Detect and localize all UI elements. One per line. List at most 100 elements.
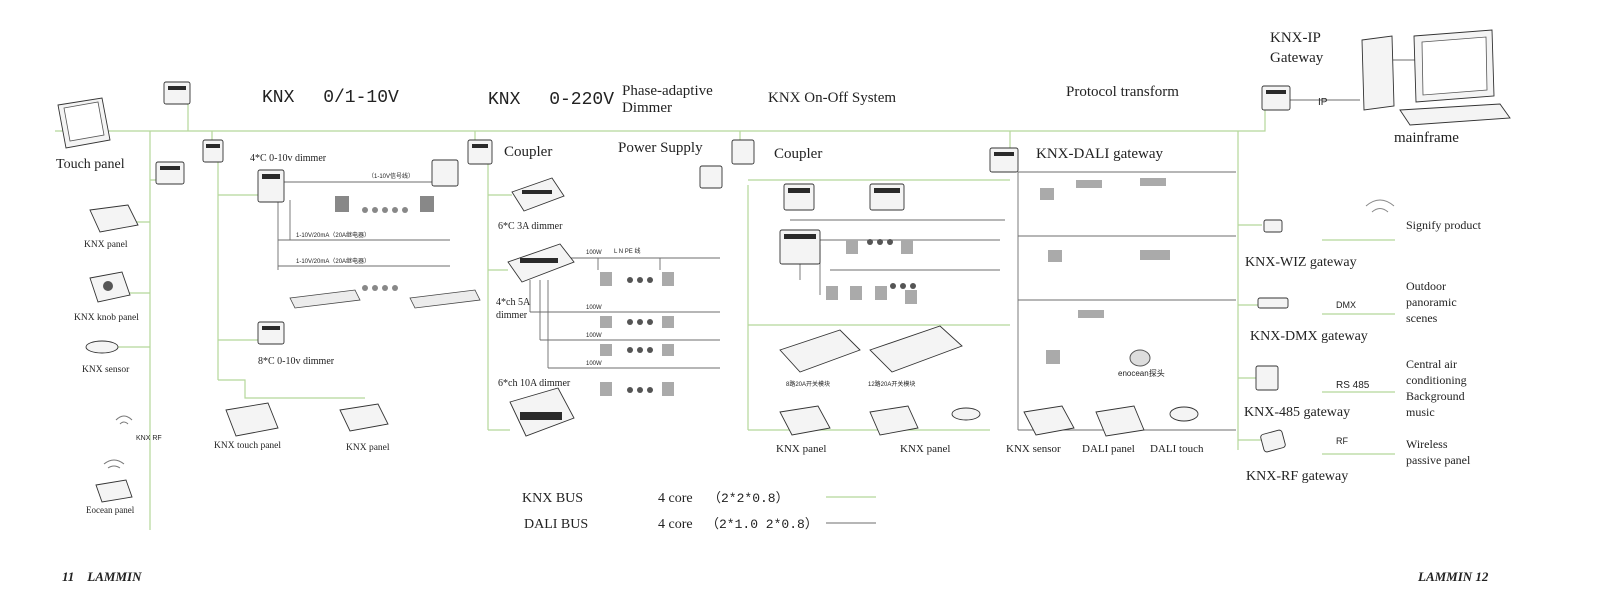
label-signify-product: Signify product <box>1406 218 1482 232</box>
onoff-module-2 <box>869 183 905 211</box>
note-wire-20a-b: 1-10V/20mA（20A继电器） <box>296 257 370 265</box>
touch-panel-device <box>57 97 111 149</box>
knx-module-top-left <box>163 81 191 105</box>
knx-panel-r1-device <box>779 405 831 436</box>
heading-knx-0-10v: KNX 0/1-10V <box>262 88 399 108</box>
heading-phase-adaptive-2: Dimmer <box>622 100 672 116</box>
label-coupler-1: Coupler <box>504 144 552 160</box>
label-knx-rf: KNX RF <box>136 435 162 442</box>
onoff-module-1 <box>783 183 815 211</box>
relay-8-device <box>779 329 861 373</box>
label-rs485: RS 485 <box>1336 380 1370 391</box>
legend-dali-bus-core: 4 core <box>658 517 693 532</box>
onoff-lamps <box>826 239 917 304</box>
eocean-panel-device <box>95 459 133 503</box>
label-knx-panel-left: KNX panel <box>84 240 128 250</box>
label-central-air-2: conditioning <box>1406 373 1467 387</box>
label-dali-panel: DALI panel <box>1082 443 1135 455</box>
knx-dali-gateway-device <box>989 147 1019 173</box>
knx-rf-gateway-device <box>1260 429 1286 453</box>
label-knx-touch-panel: KNX touch panel <box>214 441 281 451</box>
label-outdoor-1: Outdoor <box>1406 279 1446 293</box>
text-labels: KNX 0/1-10V KNX 0-220V Phase-adaptive Di… <box>56 30 1482 515</box>
label-dmx: DMX <box>1336 300 1356 310</box>
dali-touch-device <box>1169 406 1199 422</box>
knx-dmx-gateway-device <box>1257 297 1289 309</box>
label-knx-knob-panel: KNX knob panel <box>74 313 139 323</box>
dimmer-4ch-5a-device <box>507 243 575 283</box>
dali-panel-device <box>1095 405 1145 437</box>
label-outdoor-2: panoramic <box>1406 295 1457 309</box>
sensor-r-device <box>951 407 981 421</box>
legend-dali-bus-spec: （2*1.0 2*0.8） <box>706 517 818 532</box>
label-coupler-2: Coupler <box>774 146 822 162</box>
lamps-220v <box>600 272 674 396</box>
dimmer-6c-3a-device <box>511 177 565 212</box>
legend-knx-bus-core: 4 core <box>658 491 693 506</box>
dali-devices <box>1040 178 1170 367</box>
heading-knx-ip-1: KNX-IP <box>1270 30 1321 46</box>
knx-sensor-right-device <box>1023 405 1075 436</box>
label-power-supply: Power Supply <box>618 140 703 156</box>
coupler-device-left <box>202 139 224 163</box>
devices <box>57 29 1511 503</box>
label-dimmer-6ch-10a: 6*ch 10A dimmer <box>498 378 571 389</box>
label-wireless-2: passive panel <box>1406 453 1471 467</box>
note-signal-wire: （1-10V信号线） <box>368 172 414 180</box>
note-lnpe: L N PE 线 <box>614 247 640 255</box>
label-outdoor-3: scenes <box>1406 311 1438 325</box>
note-100w-3: 100W <box>586 333 602 339</box>
label-central-air-3: Background <box>1406 389 1465 403</box>
module-mid-right <box>431 159 459 187</box>
dimmer-6ch-10a-device <box>509 387 575 437</box>
label-knx-panel-r1: KNX panel <box>776 443 826 455</box>
knx-panel-left-device <box>89 204 139 233</box>
knx-sensor-device <box>85 340 119 354</box>
note-wire-20a: 1-10V/20mA（20A继电器） <box>296 231 370 239</box>
label-knx-wiz-gateway: KNX-WIZ gateway <box>1245 255 1357 270</box>
legend-knx-bus-name: KNX BUS <box>522 491 583 506</box>
knx-wiz-gateway-device <box>1263 219 1283 233</box>
label-wireless-1: Wireless <box>1406 437 1448 451</box>
heading-knx-0-220v: KNX 0-220V <box>488 90 614 110</box>
relay-12-device <box>869 325 963 373</box>
rf-signal-right <box>1365 199 1395 213</box>
label-dimmer-8c: 8*C 0-10v dimmer <box>258 356 335 367</box>
knx-module-left <box>155 161 185 185</box>
mainframe-device <box>1361 29 1511 126</box>
label-enocean: enocean探头 <box>1118 368 1165 378</box>
label-central-air-4: music <box>1406 405 1435 419</box>
label-rf: RF <box>1336 436 1348 446</box>
knx-485-gateway-device <box>1255 365 1279 391</box>
label-dimmer-4ch-5a-2: dimmer <box>496 310 528 321</box>
knx-bus-lines <box>55 100 1395 530</box>
lamps-0-10v <box>289 196 481 309</box>
knx-knob-device <box>89 271 131 303</box>
label-dimmer-4c: 4*C 0-10v dimmer <box>250 153 327 164</box>
knx-panel-mid-device <box>339 403 389 432</box>
wiring-lines <box>265 59 1415 431</box>
label-dimmer-6c-3a: 6*C 3A dimmer <box>498 221 563 232</box>
label-touch-panel: Touch panel <box>56 157 125 172</box>
legend-knx-bus-spec: （2*2*0.8） <box>708 491 789 506</box>
legend-dali-bus-name: DALI BUS <box>524 517 588 532</box>
heading-protocol: Protocol transform <box>1066 84 1179 100</box>
heading-knx-ip-2: Gateway <box>1270 50 1324 66</box>
bus-legend: KNX BUS 4 core （2*2*0.8） DALI BUS 4 core… <box>522 491 876 532</box>
knx-ip-gateway-device <box>1261 85 1291 111</box>
label-knx-sensor-left: KNX sensor <box>82 365 130 375</box>
label-knx-dali-gateway: KNX-DALI gateway <box>1036 146 1164 162</box>
heading-on-off: KNX On-Off System <box>768 90 896 106</box>
label-knx-rf-gateway: KNX-RF gateway <box>1246 469 1348 484</box>
note-100w-4: 100W <box>586 361 602 367</box>
label-mainframe: mainframe <box>1394 130 1459 146</box>
label-knx-sensor-right: KNX sensor <box>1006 443 1061 455</box>
dimmer-4c-device <box>257 169 285 203</box>
footer-right: LAMMIN 12 <box>1417 569 1489 584</box>
label-knx-dmx-gateway: KNX-DMX gateway <box>1250 329 1368 344</box>
heading-phase-adaptive-1: Phase-adaptive <box>622 83 713 99</box>
note-relay-8: 8路20A开关模块 <box>786 380 830 388</box>
label-knx-panel-mid: KNX panel <box>346 443 390 453</box>
rf-signal-left <box>115 415 133 425</box>
